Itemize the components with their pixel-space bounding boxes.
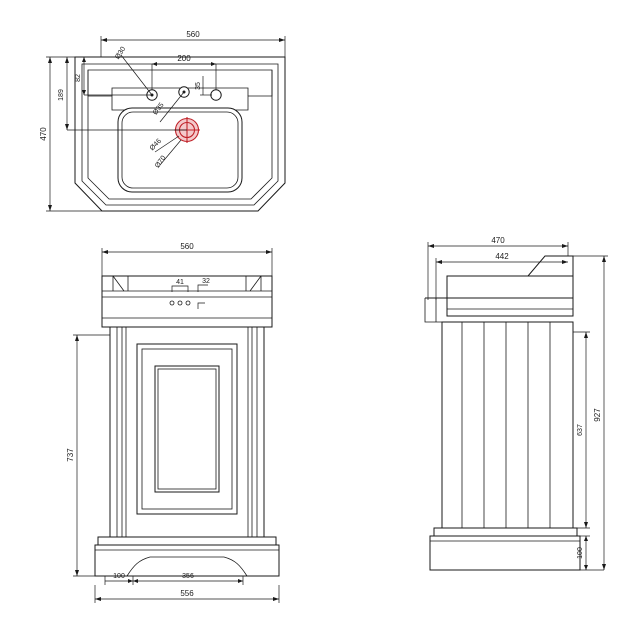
dim-label-100: 100 — [113, 573, 125, 580]
front-elevation-view: 41 32 560 737 — [66, 242, 280, 603]
dim-label-41: 41 — [176, 279, 184, 286]
tap-hole-right — [210, 89, 222, 101]
dim-label-927: 927 — [593, 408, 602, 422]
dim-label-plan-width: 560 — [186, 30, 200, 39]
dim-label-side-depth: 470 — [491, 236, 505, 245]
front-plinth — [94, 536, 280, 577]
dim-side-height-637: 637 — [573, 331, 590, 529]
dim-label-front-height: 737 — [66, 448, 75, 462]
dim-label-tap-centres: 200 — [177, 54, 191, 63]
dim-label-front-width: 560 — [180, 242, 194, 251]
dim-plan-tapcentres-200: 200 — [151, 54, 217, 90]
dim-plan-depth-470: 470 — [39, 56, 102, 212]
dim-plan-tap-offset-35: 35 — [195, 76, 212, 96]
side-cabinet-body — [441, 321, 574, 529]
dim-front-base-556: 556 — [94, 585, 280, 603]
side-elevation-view: 470 442 637 100 — [424, 236, 608, 571]
front-basin-block — [101, 275, 273, 328]
dim-label-189: 189 — [58, 89, 65, 101]
dim-label-556: 556 — [180, 589, 194, 598]
front-tap-platform-detail: 41 32 — [169, 278, 210, 309]
plan-leader-lines — [120, 54, 185, 166]
dim-label-dia30: Ø30 — [114, 46, 127, 61]
dim-side-depth-470: 470 — [427, 236, 569, 300]
dim-plan-width-560: 560 — [100, 30, 286, 57]
dim-label-442: 442 — [495, 252, 509, 261]
dim-side-cabinet-442: 442 — [435, 252, 568, 300]
side-plinth — [429, 527, 581, 571]
dim-label-side-100: 100 — [577, 547, 584, 559]
dim-plan-82: 82 — [75, 57, 152, 96]
plan-view: 560 200 35 470 — [39, 30, 286, 212]
dim-label-32: 32 — [202, 278, 210, 285]
dim-side-plinth-100: 100 — [577, 535, 604, 571]
dim-plan-189: 189 — [58, 57, 187, 131]
dim-label-tap-offset: 35 — [195, 82, 202, 90]
dim-label-82: 82 — [75, 74, 82, 82]
front-door-panel — [136, 343, 238, 515]
dim-front-plinth-details: 100 356 — [104, 573, 244, 585]
front-cabinet-body — [109, 326, 265, 538]
dim-label-plan-depth: 470 — [39, 127, 48, 141]
side-basin-profile — [424, 255, 574, 323]
dim-front-width-560: 560 — [101, 242, 273, 276]
dim-label-637: 637 — [577, 424, 584, 436]
basin-bowl — [117, 107, 243, 193]
dim-side-overall-927: 927 — [573, 255, 608, 570]
dim-front-height-737: 737 — [66, 334, 110, 577]
dim-label-356: 356 — [182, 573, 194, 580]
